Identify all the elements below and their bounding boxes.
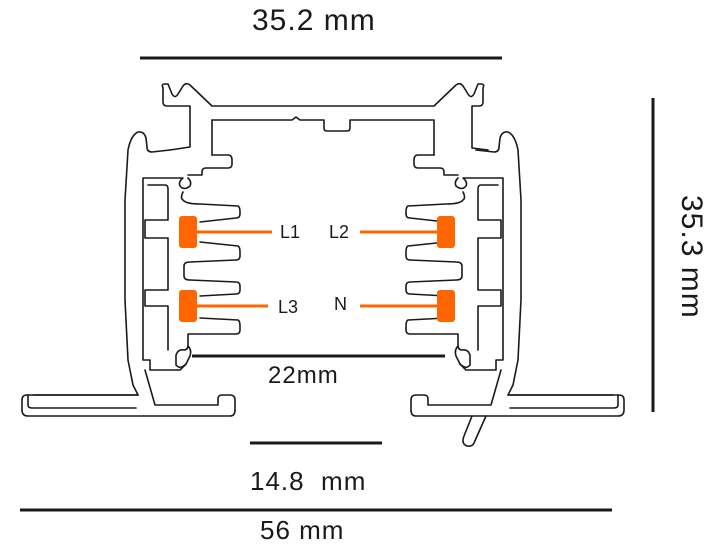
conductor-l2: [360, 216, 455, 248]
dimension-label-inner-width: 22mm: [268, 362, 339, 389]
conductor-n: [360, 290, 455, 322]
conductor-l1: [179, 216, 272, 248]
profile-top: [161, 82, 489, 176]
dimension-label-top-width: 35.2 mm: [252, 4, 376, 37]
conductor-label-l2: L2: [329, 222, 350, 242]
profile-hook: [462, 415, 487, 447]
conductor-l3: [179, 290, 268, 322]
conductor-label-n: N: [334, 294, 347, 314]
conductor-label-l1: L1: [280, 222, 301, 242]
dimension-label-overall-width: 56 mm: [260, 515, 345, 545]
profile-left-wall: [21, 131, 241, 417]
dimension-label-height: 35.3 mm: [675, 195, 708, 319]
profile-right-wall: [405, 131, 625, 417]
conductor-label-l3: L3: [278, 297, 299, 317]
dimension-label-opening: 14.8 mm: [250, 466, 367, 496]
